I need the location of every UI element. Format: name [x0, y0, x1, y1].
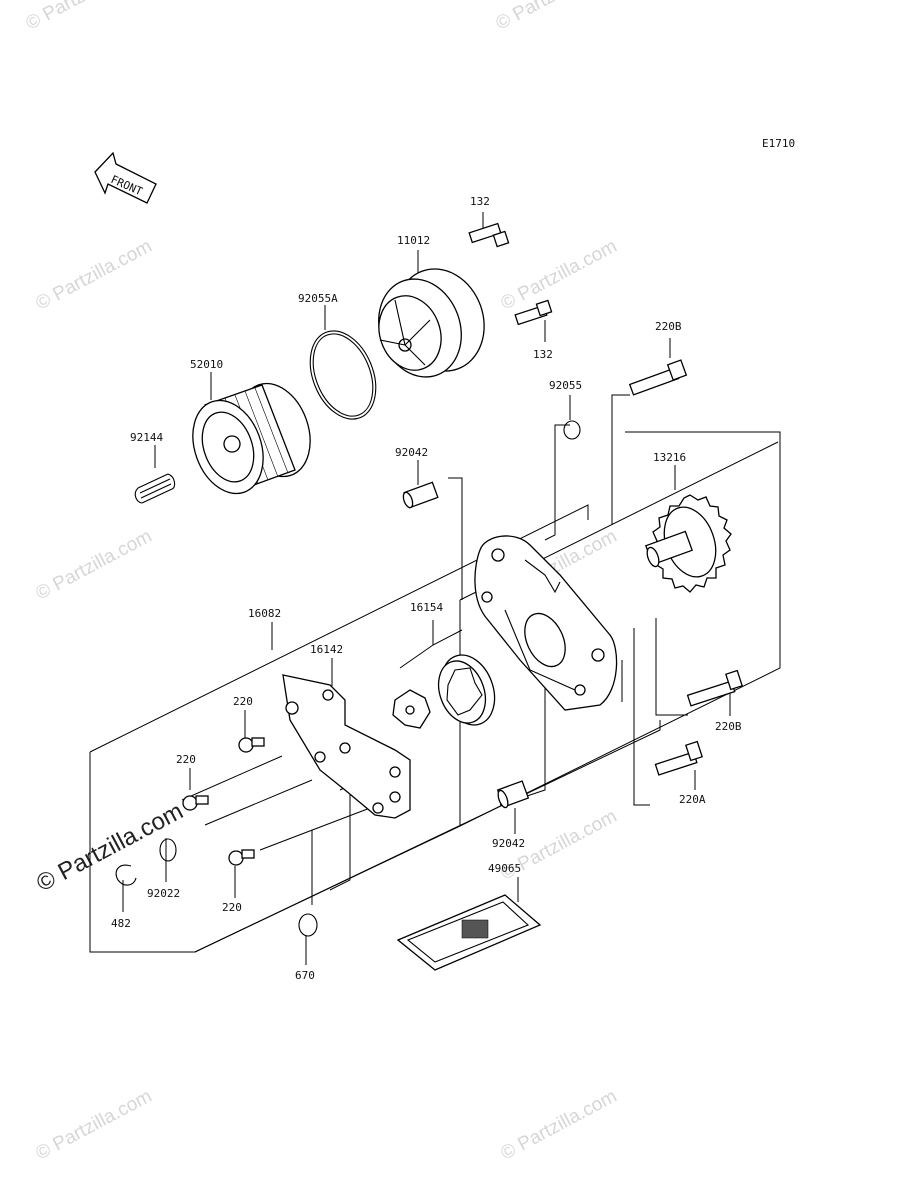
label-220a: 220A [679, 793, 706, 806]
label-13216: 13216 [653, 451, 686, 464]
plate-16142-icon [282, 674, 411, 819]
part-labels: 132 11012 92055A 132 220B 52010 92055 92… [111, 195, 742, 982]
label-16154: 16154 [410, 601, 443, 614]
dowel-92042-top-icon [402, 481, 439, 509]
label-92144: 92144 [130, 431, 163, 444]
label-670: 670 [295, 969, 315, 982]
label-220b-mid: 220B [715, 720, 742, 733]
oil-strainer-49065-icon [396, 894, 542, 971]
spring-92144-icon [134, 473, 176, 504]
watermark: © Partzilla.com [497, 1086, 620, 1165]
pump-body-icon [474, 535, 618, 711]
diagram-code: E1710 [762, 137, 795, 150]
label-49065: 49065 [488, 862, 521, 875]
screw-220-b-icon [182, 795, 209, 811]
gear-13216-icon [645, 494, 732, 593]
dowel-92042-bottom-icon [496, 780, 530, 809]
label-92042-top: 92042 [395, 446, 428, 459]
label-132-bottom: 132 [533, 348, 553, 361]
label-220-c: 220 [222, 901, 242, 914]
watermark-main: © Partzilla.com [32, 798, 187, 898]
o-ring-670-icon [298, 913, 318, 937]
label-16142: 16142 [310, 643, 343, 656]
bolt-220b-mid-icon [686, 669, 743, 707]
watermark: © Partzilla.com [32, 236, 155, 315]
watermark: © Partzilla.com [32, 1086, 155, 1165]
inner-rotor-16154-icon [392, 689, 431, 729]
label-132-top: 132 [470, 195, 490, 208]
o-ring-92055a-icon [309, 330, 377, 420]
watermark: © Partzilla.com [492, 0, 615, 34]
washer-92022-icon [159, 838, 177, 862]
o-ring-92055-icon [563, 420, 581, 440]
bolt-132-bottom-icon [514, 299, 553, 326]
front-arrow-icon: FRONT [94, 151, 157, 204]
label-92055a: 92055A [298, 292, 338, 305]
bolt-220a-icon [654, 740, 703, 776]
oil-filter-52010-icon [192, 382, 311, 495]
pump-cover-11012-icon [378, 268, 485, 378]
assembly-outline [89, 394, 781, 953]
watermark: © Partzilla.com [497, 236, 620, 315]
screw-220-a-icon [238, 737, 265, 753]
leader-lines [122, 212, 731, 965]
circlip-482-icon [115, 864, 137, 886]
label-220-a: 220 [233, 695, 253, 708]
watermark: © Partzilla.com [22, 0, 145, 34]
bolt-132-top-icon [468, 222, 510, 248]
bolt-220b-top-icon [628, 359, 688, 396]
label-92042-bottom: 92042 [492, 837, 525, 850]
label-16082: 16082 [248, 607, 281, 620]
label-11012: 11012 [397, 234, 430, 247]
watermark: © Partzilla.com [32, 526, 155, 605]
outer-rotor-16154-icon [437, 654, 496, 726]
label-92055: 92055 [549, 379, 582, 392]
label-220b-top: 220B [655, 320, 682, 333]
label-92022: 92022 [147, 887, 180, 900]
screw-220-c-icon [228, 849, 255, 866]
label-482: 482 [111, 917, 131, 930]
label-52010: 52010 [190, 358, 223, 371]
label-220-b: 220 [176, 753, 196, 766]
